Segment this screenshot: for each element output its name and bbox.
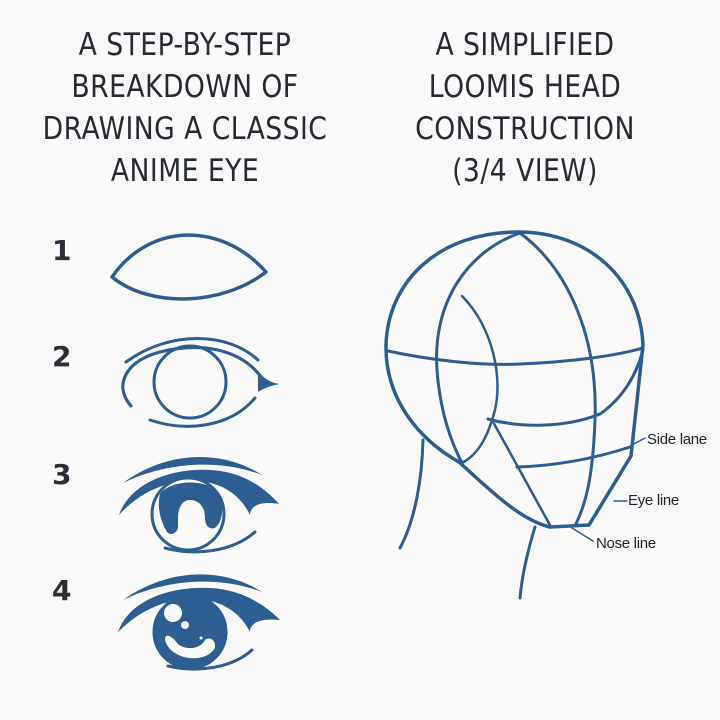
title-line: ANIME EYE [110, 153, 260, 189]
title-line: LOOMIS HEAD [428, 69, 622, 105]
eye-step-3-icon [119, 457, 279, 554]
side-lane-label: Side lane [647, 431, 707, 448]
step-3-number: 3 [52, 458, 72, 491]
eye-step-2-icon [121, 337, 280, 428]
title-line: A STEP-BY-STEP [78, 27, 292, 63]
step-2-number: 2 [52, 340, 72, 373]
title-line: (3/4 VIEW) [452, 153, 598, 189]
left-panel-title: A STEP-BY-STEP BREAKDOWN OF DRAWING A CL… [17, 24, 352, 192]
loomis-head-icon [384, 230, 646, 600]
step-4-number: 4 [52, 574, 72, 607]
step-1-number: 1 [52, 234, 72, 267]
nose-line-label: Nose line [596, 535, 656, 552]
title-line: CONSTRUCTION [415, 111, 635, 147]
title-line: DRAWING A CLASSIC [42, 111, 328, 147]
eye-step-4-icon [118, 574, 280, 671]
eye-step-1-almond-icon [110, 233, 268, 301]
right-panel-title: A SIMPLIFIED LOOMIS HEAD CONSTRUCTION (3… [366, 24, 684, 192]
title-line: A SIMPLIFIED [435, 27, 615, 63]
title-line: BREAKDOWN OF [71, 69, 299, 105]
eye-line-label: Eye line [628, 492, 679, 509]
